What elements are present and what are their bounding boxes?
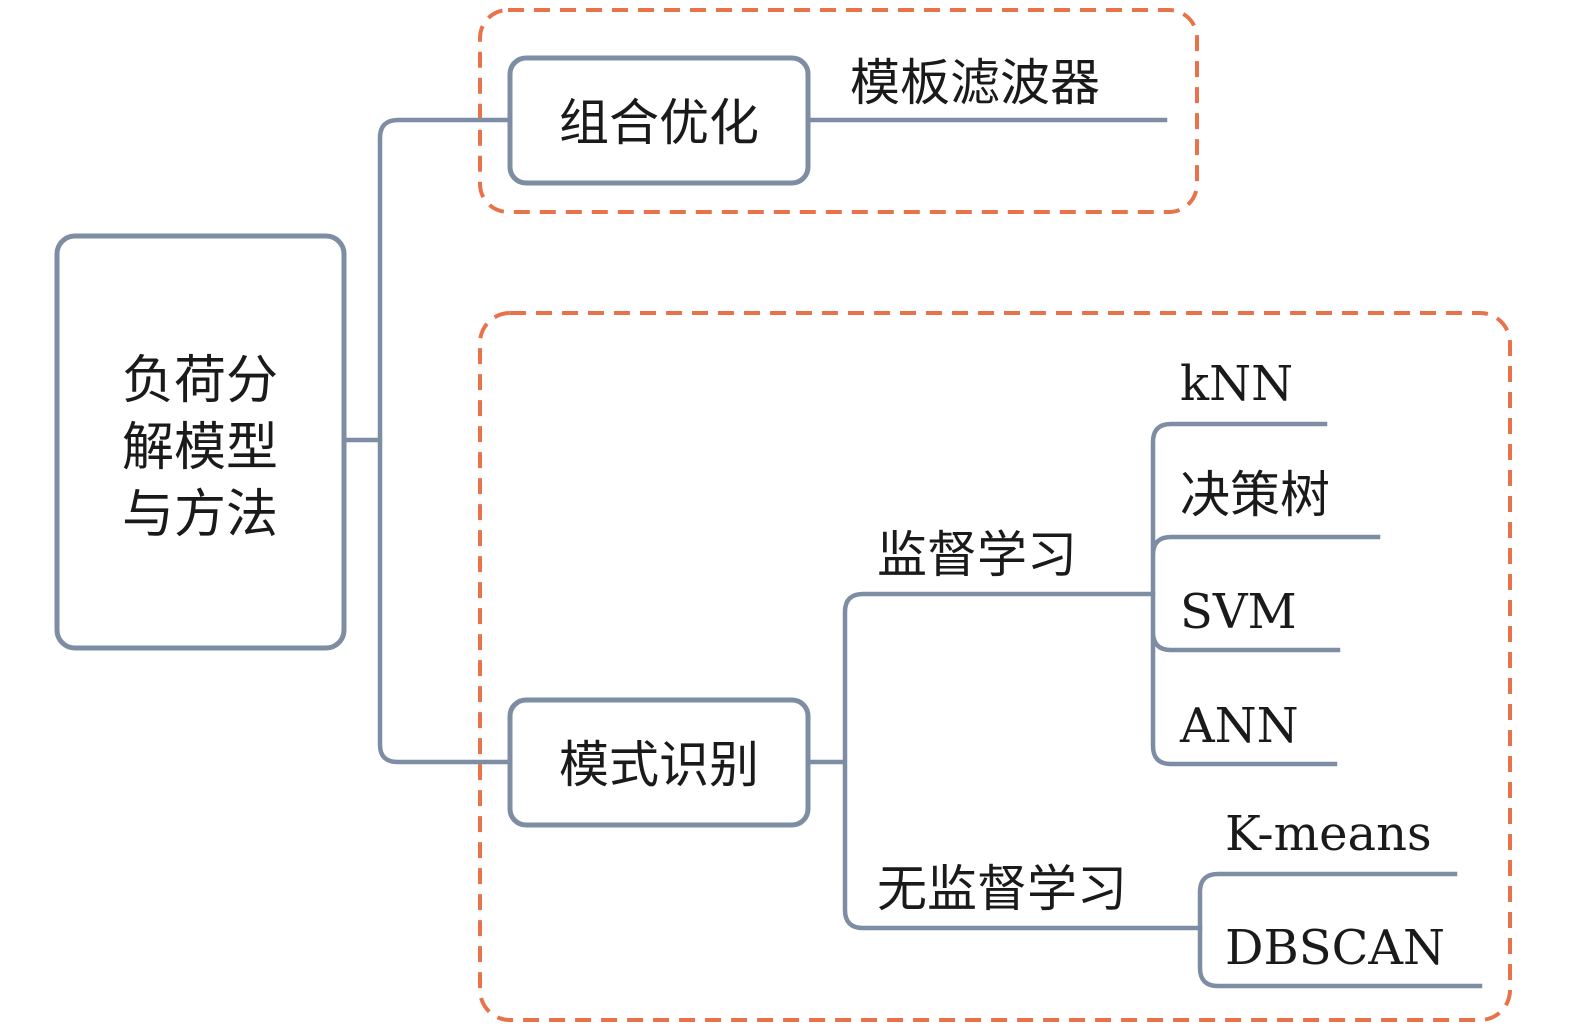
combinatorial-optimization-group-frame xyxy=(478,8,1199,214)
pattern-recognition-to-learning-connector xyxy=(805,591,1203,931)
svm-label: SVM xyxy=(1180,584,1297,640)
decision-tree-label: 决策树 xyxy=(1180,466,1330,524)
supervised-children-connector xyxy=(1150,421,1381,767)
template-filter-label: 模板滤波器 xyxy=(850,54,1100,112)
combinatorial-optimization-label: 组合优化 xyxy=(559,94,759,152)
root-node-line-3: 与方法 xyxy=(122,485,278,545)
root-node-box xyxy=(54,233,347,651)
knn-label: kNN xyxy=(1180,356,1293,412)
root-node-line-2: 解模型 xyxy=(122,418,278,478)
unsupervised-learning-label: 无监督学习 xyxy=(877,860,1127,918)
k-means-label: K-means xyxy=(1225,806,1432,862)
pattern-recognition-box xyxy=(507,697,811,828)
dbscan-label: DBSCAN xyxy=(1225,920,1445,976)
pattern-recognition-label: 模式识别 xyxy=(559,736,759,794)
root-node-line-1: 负荷分 xyxy=(122,351,278,411)
root-to-branches-connector xyxy=(341,117,513,765)
ann-label: ANN xyxy=(1179,698,1299,754)
unsupervised-children-connector xyxy=(1197,871,1483,989)
combinatorial-optimization-box xyxy=(507,55,811,186)
supervised-learning-label: 监督学习 xyxy=(877,526,1077,584)
pattern-recognition-group-frame xyxy=(478,311,1512,1022)
